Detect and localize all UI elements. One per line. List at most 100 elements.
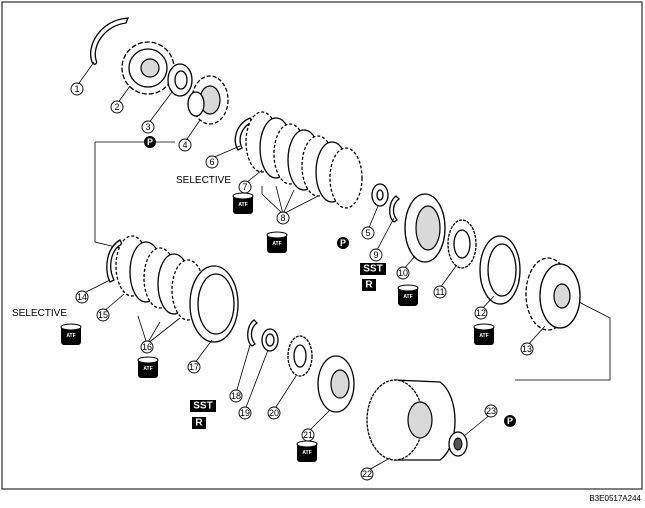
clutch-pack-upper: [245, 111, 363, 209]
callout-14: 14: [75, 290, 89, 304]
svg-text:8: 8: [280, 213, 285, 223]
hub-4: [187, 75, 229, 125]
callout-20: 20: [267, 406, 281, 420]
callout-10: 10: [396, 266, 410, 280]
drum-13: [525, 257, 581, 331]
atf-can-12: ATF: [473, 323, 495, 345]
svg-text:12: 12: [476, 308, 486, 318]
svg-text:SST: SST: [193, 401, 212, 412]
bearing-20: [287, 335, 313, 377]
svg-text:2: 2: [114, 102, 119, 112]
svg-text:13: 13: [522, 344, 532, 354]
atf-can-10: ATF: [397, 284, 419, 306]
callout-15: 15: [96, 308, 110, 322]
callout-5: 5: [361, 226, 375, 240]
leader-lines: [76, 61, 546, 472]
seal-12: [479, 235, 521, 305]
svg-text:5: 5: [365, 228, 370, 238]
washer-5: [371, 183, 389, 207]
callout-8: 8: [276, 211, 290, 225]
svg-text:SST: SST: [363, 264, 382, 275]
svg-text:P: P: [507, 416, 513, 426]
svg-text:17: 17: [189, 362, 199, 372]
svg-text:6: 6: [209, 157, 214, 167]
svg-text:16: 16: [142, 342, 152, 352]
callout-9: 9: [369, 248, 383, 262]
clutch-pack-lower: [115, 235, 239, 343]
snap-ring-9: [389, 195, 401, 223]
p-marker-23: P: [504, 415, 516, 427]
callout-12: 12: [474, 306, 488, 320]
assembly-bracket-lines: [94, 141, 611, 381]
svg-text:20: 20: [269, 408, 279, 418]
r-badge-18: R: [192, 417, 206, 429]
svg-text:ATF: ATF: [272, 241, 281, 247]
atf-can-8: ATF: [266, 231, 288, 253]
svg-text:23: 23: [486, 406, 496, 416]
selective-label-lower: SELECTIVE: [12, 308, 67, 319]
atf-can-21: ATF: [296, 440, 318, 462]
callout-1: 1: [70, 82, 84, 96]
snap-ring-14: [106, 239, 123, 283]
svg-text:ATF: ATF: [66, 333, 75, 339]
callout-4: 4: [178, 138, 192, 152]
callout-21: 21: [301, 428, 315, 442]
diagram-frame: [1, 1, 643, 490]
svg-text:ATF: ATF: [302, 450, 311, 456]
svg-text:9: 9: [373, 250, 378, 260]
svg-text:18: 18: [231, 391, 241, 401]
atf-can-16: ATF: [137, 356, 159, 378]
svg-text:22: 22: [362, 469, 372, 479]
atf-can-15: ATF: [60, 323, 82, 345]
snap-ring-18: [247, 319, 259, 347]
washer-19: [261, 328, 279, 352]
svg-text:7: 7: [242, 182, 247, 192]
snap-ring-1: [90, 17, 129, 65]
svg-text:3: 3: [145, 122, 150, 132]
sst-badge-18: SST: [190, 400, 216, 412]
svg-text:1: 1: [74, 84, 79, 94]
callout-11: 11: [433, 285, 447, 299]
washer-23: [448, 431, 468, 457]
callout-18: 18: [229, 389, 243, 403]
callout-17: 17: [187, 360, 201, 374]
svg-text:ATF: ATF: [479, 333, 488, 339]
callout-3: 3: [141, 120, 155, 134]
atf-can-7: ATF: [232, 192, 254, 214]
figure-reference: B3E0517A244: [589, 494, 641, 503]
sst-badge-9: SST: [360, 263, 386, 275]
svg-text:ATF: ATF: [143, 366, 152, 372]
piston-10: [404, 193, 446, 263]
spring-retainer-11: [447, 219, 477, 269]
drum-22: [366, 379, 456, 461]
r-badge-9: R: [362, 279, 376, 291]
callout-7: 7: [238, 180, 252, 194]
callout-19: 19: [238, 406, 252, 420]
svg-text:4: 4: [182, 140, 187, 150]
svg-text:P: P: [147, 137, 153, 147]
p-marker-5: P: [337, 237, 349, 249]
svg-text:14: 14: [77, 292, 87, 302]
hub-21: [317, 355, 355, 413]
callout-22: 22: [360, 467, 374, 481]
svg-text:10: 10: [398, 268, 408, 278]
callout-6: 6: [205, 155, 219, 169]
callout-2: 2: [110, 100, 124, 114]
callout-23: 23: [484, 404, 498, 418]
svg-text:21: 21: [303, 430, 313, 440]
snap-ring-6: [234, 117, 253, 151]
svg-text:R: R: [365, 280, 373, 291]
svg-text:11: 11: [435, 287, 444, 297]
callout-13: 13: [520, 342, 534, 356]
svg-text:ATF: ATF: [238, 202, 247, 208]
p-marker-3: P: [144, 136, 156, 148]
callout-16: 16: [140, 340, 154, 354]
bearing-3: [167, 63, 193, 97]
svg-text:ATF: ATF: [403, 294, 412, 300]
svg-text:15: 15: [98, 310, 108, 320]
svg-text:P: P: [340, 238, 346, 248]
selective-label-upper: SELECTIVE: [176, 175, 231, 186]
svg-text:19: 19: [240, 408, 250, 418]
svg-text:R: R: [195, 418, 203, 429]
